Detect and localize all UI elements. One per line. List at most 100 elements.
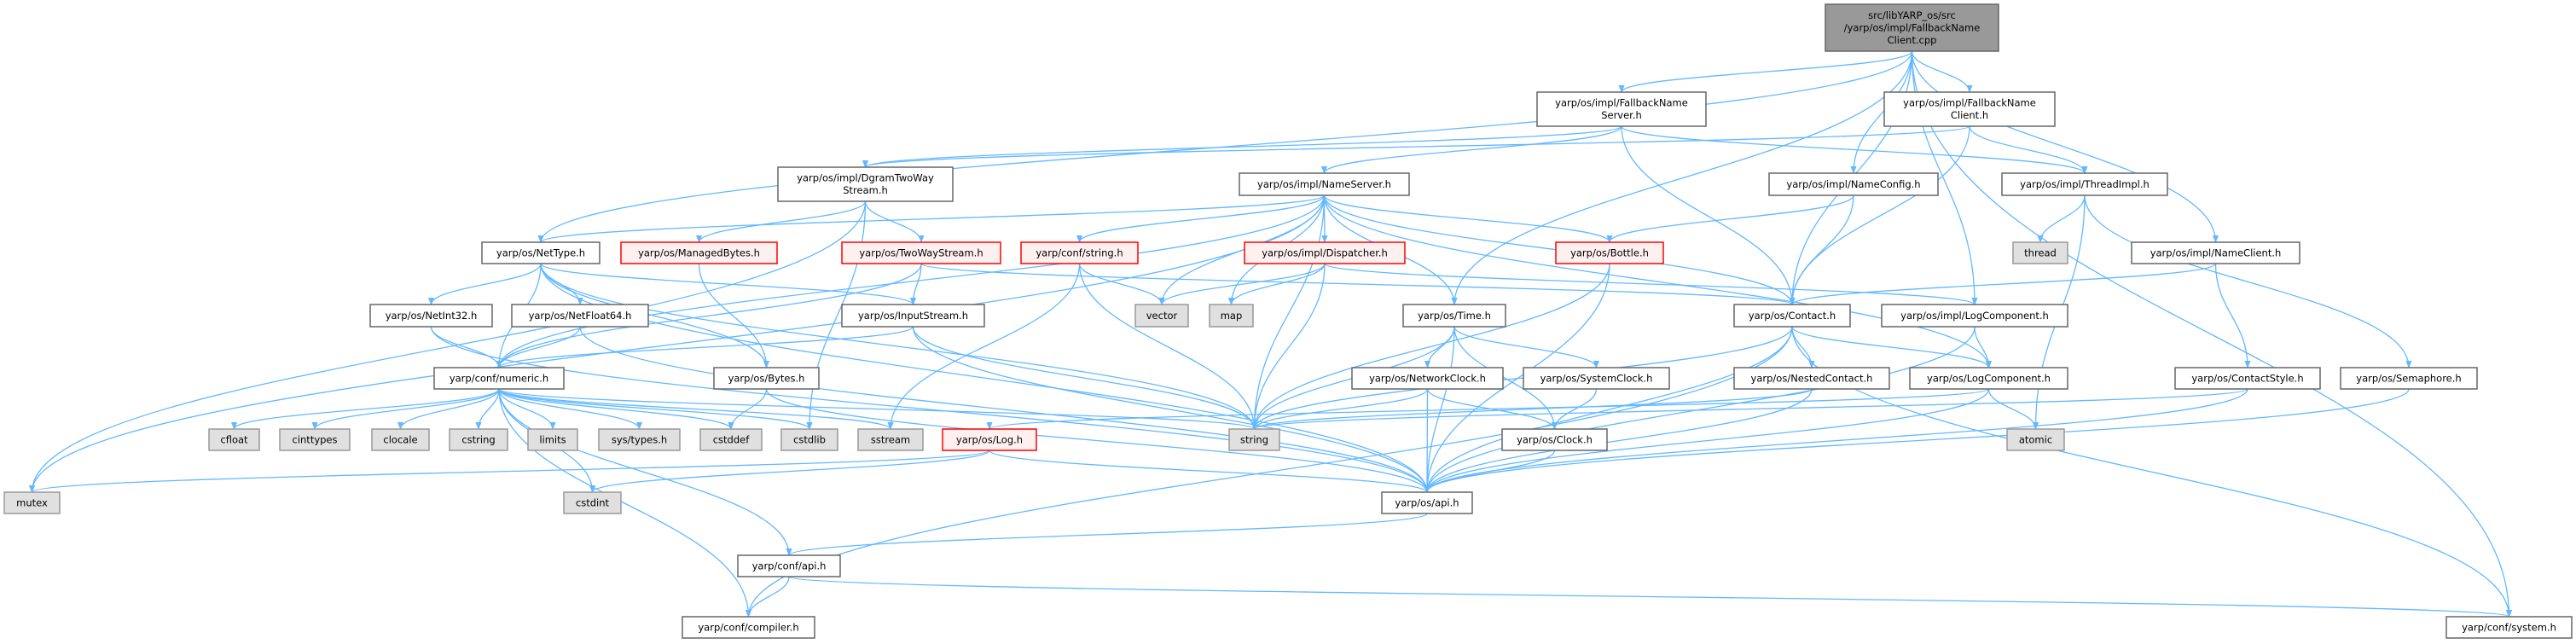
node-nettype[interactable]: yarp/os/NetType.h	[481, 241, 600, 264]
edge-inputstream-to-osapi	[912, 326, 1430, 493]
node-oslog[interactable]: yarp/os/LogComponent.h	[1909, 367, 2068, 390]
edge-dgram-to-twowaystream	[864, 200, 925, 243]
node-confstring[interactable]: yarp/conf/string.h	[1020, 241, 1139, 264]
node-box	[857, 428, 924, 451]
node-box	[2131, 241, 2300, 264]
node-label: vector	[1146, 310, 1178, 322]
node-networkclock[interactable]: yarp/os/NetworkClock.h	[1351, 367, 1504, 390]
edge-twowaystream-to-contact	[920, 263, 1796, 305]
node-label: yarp/os/NestedContact.h	[1751, 372, 1873, 384]
edge-log-to-osapi	[989, 450, 1430, 493]
node-limits[interactable]: limits	[527, 428, 578, 451]
node-managedbytes[interactable]: yarp/os/ManagedBytes.h	[620, 241, 778, 264]
node-label: yarp/os/impl/NameConfig.h	[1786, 178, 1920, 190]
node-box	[2012, 241, 2068, 264]
node-label: yarp/os/ManagedBytes.h	[638, 247, 760, 258]
node-box	[1555, 241, 1664, 264]
node-cstdint[interactable]: cstdint	[563, 491, 622, 514]
node-netint32[interactable]: yarp/os/NetInt32.h	[369, 304, 493, 328]
node-systemclock[interactable]: yarp/os/SystemClock.h	[1523, 367, 1670, 390]
edge-nettype-to-inputstream	[540, 263, 916, 305]
node-compiler[interactable]: yarp/conf/compiler.h	[682, 616, 815, 639]
node-label: yarp/os/Time.h	[1418, 310, 1491, 322]
edge-netfloat64-to-osapi	[579, 326, 1430, 493]
node-cfloat[interactable]: cfloat	[208, 428, 260, 451]
node-label: yarp/conf/system.h	[2462, 621, 2556, 633]
node-inputstream[interactable]: yarp/os/InputStream.h	[841, 304, 985, 328]
node-box	[737, 554, 841, 577]
node-label: cstddef	[713, 433, 750, 445]
node-label: yarp/os/Bottle.h	[1570, 247, 1649, 258]
node-contact[interactable]: yarp/os/Contact.h	[1733, 304, 1851, 328]
node-atomic[interactable]: atomic	[2006, 428, 2065, 451]
edge-impllog-to-osapi	[1424, 326, 1976, 493]
node-box	[433, 367, 565, 390]
node-numeric[interactable]: yarp/conf/numeric.h	[433, 367, 565, 390]
node-box	[682, 616, 815, 639]
node-bytes[interactable]: yarp/os/Bytes.h	[713, 367, 820, 390]
node-sstream[interactable]: sstream	[857, 428, 924, 451]
node-label: yarp/os/impl/LogComponent.h	[1900, 310, 2049, 322]
node-map[interactable]: map	[1209, 304, 1254, 328]
node-box	[2340, 367, 2478, 390]
node-clocale[interactable]: clocale	[371, 428, 430, 451]
node-cstdlib[interactable]: cstdlib	[780, 428, 838, 451]
node-dispatcher[interactable]: yarp/os/impl/Dispatcher.h	[1244, 241, 1406, 264]
node-clock[interactable]: yarp/os/Clock.h	[1501, 428, 1608, 451]
node-twowaystream[interactable]: yarp/os/TwoWayStream.h	[841, 241, 1001, 264]
node-systypes[interactable]: sys/types.h	[598, 428, 681, 451]
node-label: yarp/os/Log.h	[956, 433, 1023, 445]
edge-nameserver-to-confstring	[1076, 194, 1326, 243]
node-root[interactable]: src/libYARP_os/src/yarp/os/impl/Fallback…	[1825, 3, 1999, 52]
node-thread[interactable]: thread	[2012, 241, 2068, 264]
node-label: Client.cpp	[1888, 34, 1937, 46]
node-nameconfig[interactable]: yarp/os/impl/NameConfig.h	[1768, 172, 1939, 196]
edge-numeric-to-string	[498, 388, 1257, 430]
node-string[interactable]: string	[1228, 428, 1280, 451]
node-label: yarp/conf/string.h	[1036, 247, 1123, 258]
edge-nameclient-to-contact	[1789, 263, 2217, 305]
node-cstddef[interactable]: cstddef	[699, 428, 763, 451]
node-nameclient[interactable]: yarp/os/impl/NameClient.h	[2131, 241, 2300, 264]
node-box	[3, 491, 61, 514]
node-nested[interactable]: yarp/os/NestedContact.h	[1733, 367, 1890, 390]
edge-root-to-nameclient	[1911, 50, 2219, 243]
node-contactstyle[interactable]: yarp/os/ContactStyle.h	[2174, 367, 2321, 390]
edge-networkclock-to-string	[1250, 388, 1429, 430]
edge-confstring-to-sstream	[887, 263, 1081, 430]
edge-nameserver-to-numeric	[496, 194, 1326, 368]
node-impllog[interactable]: yarp/os/impl/LogComponent.h	[1881, 304, 2068, 328]
edge-nameconfig-to-bottle	[1606, 194, 1854, 243]
edge-numeric-to-cstddef	[498, 388, 734, 430]
node-box	[563, 491, 622, 514]
node-label: yarp/os/impl/FallbackName	[1903, 97, 2036, 109]
node-box	[371, 428, 430, 451]
node-log[interactable]: yarp/os/Log.h	[942, 428, 1037, 451]
node-osapi[interactable]: yarp/os/api.h	[1381, 491, 1473, 514]
node-system[interactable]: yarp/conf/system.h	[2445, 616, 2573, 639]
node-time[interactable]: yarp/os/Time.h	[1402, 304, 1506, 328]
node-bottle[interactable]: yarp/os/Bottle.h	[1555, 241, 1664, 264]
node-label: Client.h	[1951, 109, 1988, 121]
node-cinttypes[interactable]: cinttypes	[279, 428, 351, 451]
edge-time-to-osapi	[1424, 326, 1455, 493]
node-mutex[interactable]: mutex	[3, 491, 61, 514]
edge-fnc-to-contact	[1789, 125, 1970, 305]
node-semaphore[interactable]: yarp/os/Semaphore.h	[2340, 367, 2478, 390]
node-threadimpl[interactable]: yarp/os/impl/ThreadImpl.h	[2001, 172, 2168, 196]
node-label: yarp/os/Semaphore.h	[2356, 372, 2461, 384]
node-box	[2001, 172, 2168, 196]
node-label: yarp/os/impl/ThreadImpl.h	[2020, 178, 2150, 190]
node-nameserver[interactable]: yarp/os/impl/NameServer.h	[1239, 172, 1410, 196]
node-vector[interactable]: vector	[1134, 304, 1189, 328]
edge-log-to-cstdint	[589, 450, 990, 493]
edge-nameconfig-to-contact	[1789, 194, 1854, 305]
node-cstring[interactable]: cstring	[449, 428, 508, 451]
node-confapi[interactable]: yarp/conf/api.h	[737, 554, 841, 577]
edge-netint32-to-numeric	[430, 326, 502, 368]
node-netfloat64[interactable]: yarp/os/NetFloat64.h	[511, 304, 649, 328]
edge-fns-to-threadimpl	[1621, 125, 2088, 174]
